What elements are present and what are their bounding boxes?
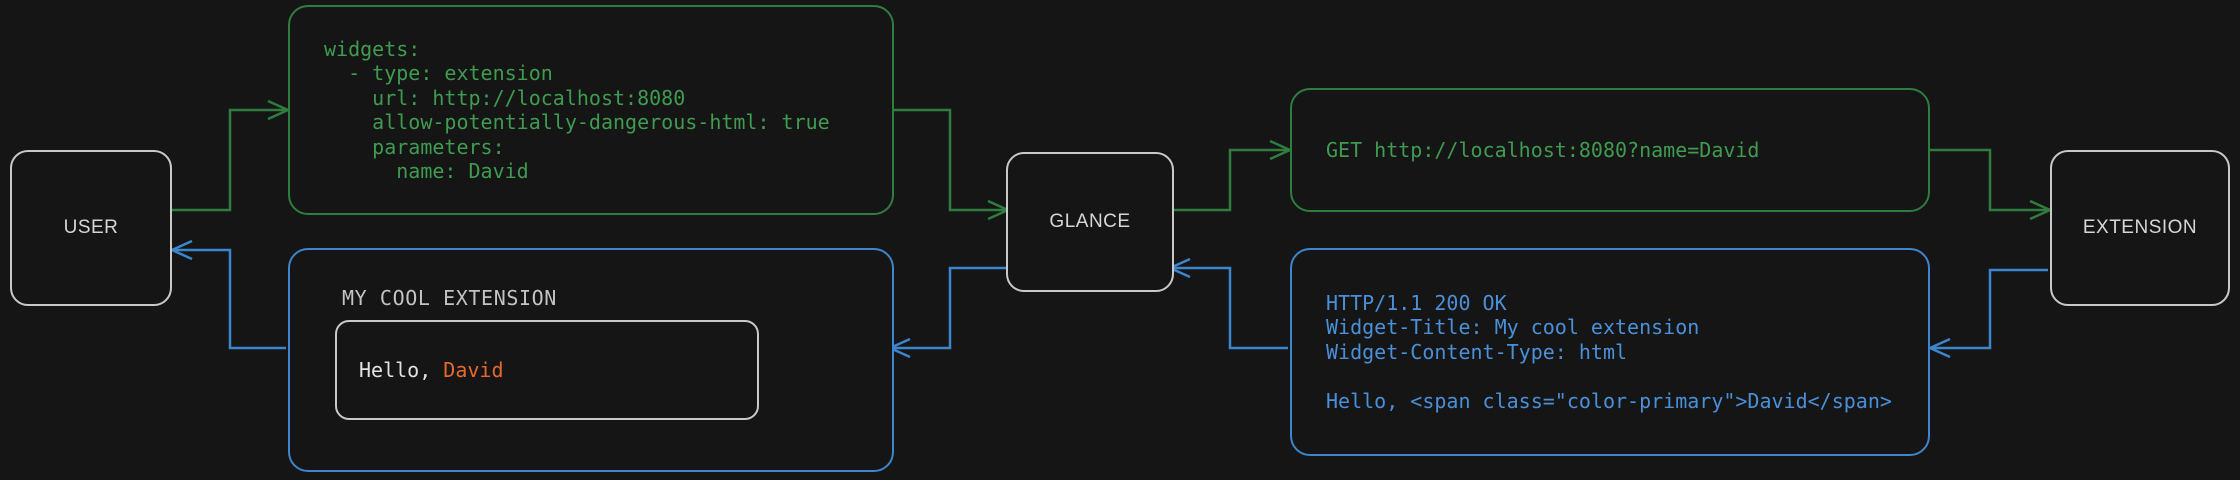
- arrowhead-extension-in: [2029, 199, 2054, 221]
- wire-user-to-config: [172, 108, 286, 212]
- widget-greeting: Hello, David: [359, 358, 504, 382]
- widget-preview-title: MY COOL EXTENSION: [342, 286, 557, 310]
- node-user-label: USER: [63, 217, 119, 238]
- node-glance-label: GLANCE: [1049, 211, 1131, 232]
- widget-preview-card: Hello, David: [335, 320, 759, 420]
- widget-greeting-name: David: [443, 358, 504, 382]
- node-extension-label: EXTENSION: [2082, 217, 2198, 238]
- wire-glance-to-request: [1174, 148, 1288, 212]
- arrowhead-request-in: [1269, 139, 1294, 161]
- config-yaml-code: widgets: - type: extension url: http://l…: [324, 36, 830, 184]
- wire-response-to-glance: [1172, 266, 1288, 350]
- http-request-box: GET http://localhost:8080?name=David: [1290, 88, 1930, 212]
- wire-extension-to-response: [1932, 268, 2048, 350]
- http-response-box: HTTP/1.1 200 OK Widget-Title: My cool ex…: [1290, 248, 1930, 456]
- node-glance[interactable]: GLANCE: [1006, 152, 1174, 292]
- node-user[interactable]: USER: [10, 150, 172, 306]
- config-yaml-box: widgets: - type: extension url: http://l…: [288, 5, 894, 215]
- node-extension[interactable]: EXTENSION: [2050, 150, 2230, 306]
- widget-preview-box: MY COOL EXTENSION Hello, David: [288, 248, 894, 472]
- arrowhead-response-in: [1926, 337, 1951, 359]
- widget-greeting-prefix: Hello,: [359, 358, 444, 382]
- http-request-code: GET http://localhost:8080?name=David: [1326, 137, 1760, 162]
- http-response-code: HTTP/1.1 200 OK Widget-Title: My cool ex…: [1326, 290, 1892, 413]
- arrowhead-user-in: [168, 239, 193, 261]
- wire-glance-to-widget: [892, 266, 1006, 350]
- arrowhead-config-in: [267, 99, 292, 121]
- arrowhead-glance-in-green: [987, 199, 1012, 221]
- wire-request-to-extension: [1930, 148, 2048, 212]
- wire-widget-to-user: [174, 248, 286, 350]
- wire-config-to-glance: [894, 108, 1006, 212]
